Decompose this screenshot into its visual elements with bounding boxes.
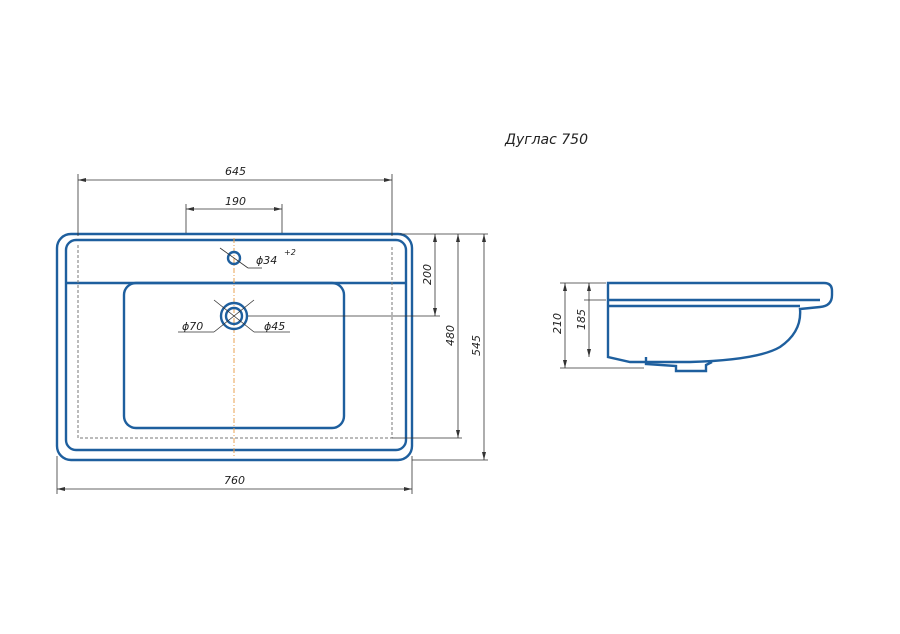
tap-hole-label: ϕ34: [256, 254, 277, 267]
dim-label-190: 190: [225, 195, 246, 208]
sink-inner-rim: [64, 238, 408, 452]
sink-outer-outline: [55, 232, 414, 462]
dim-label-210: 210: [551, 313, 564, 334]
tap-hole-tolerance: +2: [284, 248, 296, 257]
mounting-outline: [77, 245, 393, 439]
side-view: 210 185: [551, 281, 834, 373]
dim-label-760: 760: [224, 474, 245, 487]
drain-stub: [644, 357, 713, 373]
dim-label-185: 185: [575, 309, 588, 330]
drain-outer-label: ϕ70: [182, 320, 203, 333]
tap-hole-leader: [219, 247, 249, 269]
dim-label-645: 645: [225, 165, 246, 178]
drain-outer-circle: [219, 301, 249, 331]
sink-side-profile: [606, 281, 834, 364]
drain-leader-b: [213, 299, 255, 333]
drain-inner-circle: [224, 306, 244, 326]
model-title: Дуглас 750: [504, 132, 588, 148]
dim-label-200: 200: [421, 264, 434, 285]
drain-inner-label: ϕ45: [264, 320, 285, 333]
top-view: ϕ34 +2 ϕ70 ϕ45 645 190 760: [55, 165, 488, 494]
dim-label-545: 545: [470, 335, 483, 356]
dim-label-480: 480: [444, 325, 457, 346]
tap-hole: [226, 250, 242, 266]
